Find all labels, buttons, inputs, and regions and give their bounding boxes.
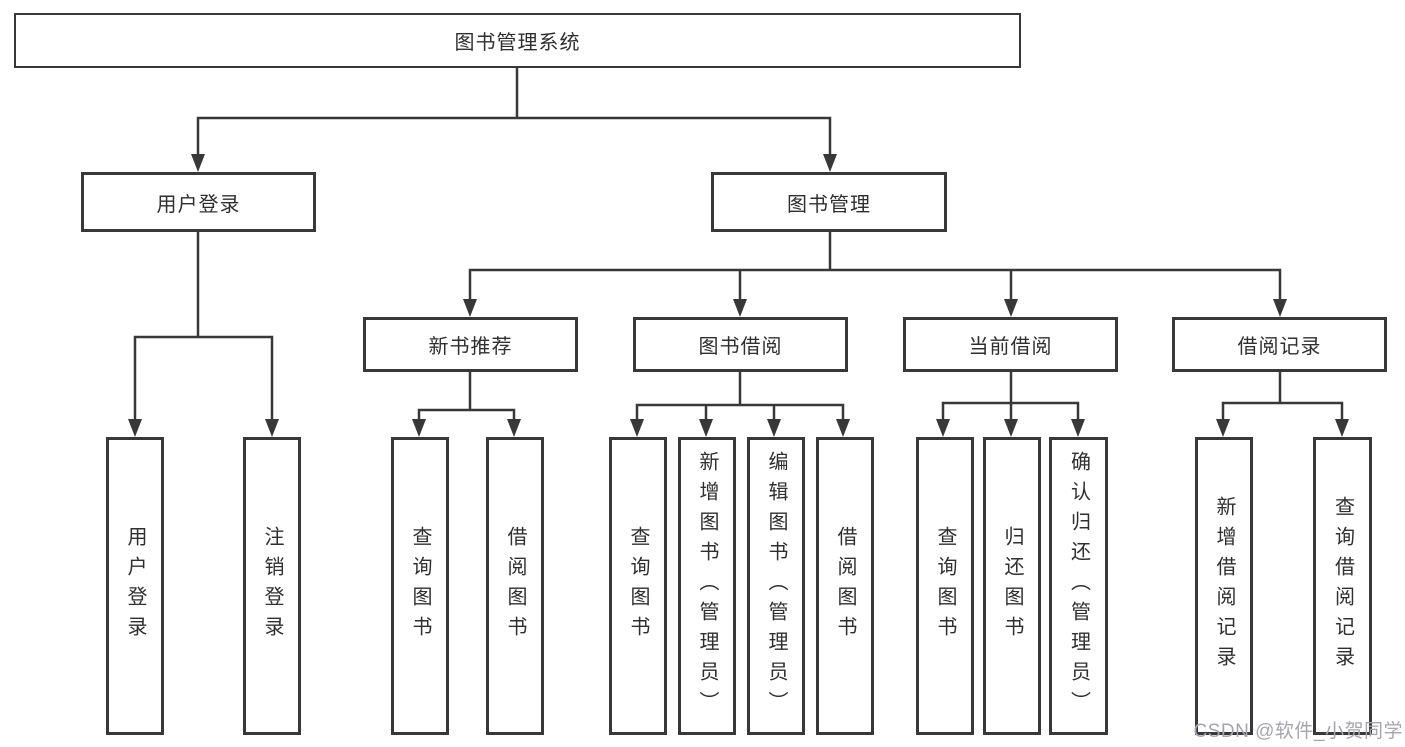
arrowhead-icon [128,419,142,437]
connector-new-book-subtree [417,372,516,421]
node-label: 借阅图书 [834,526,856,646]
node-label: 图书管理系统 [454,32,581,54]
leaf-bb-add-books-admin: 新增图书（管理员） [678,437,736,735]
node-label: 图书管理 [787,193,871,216]
node-label: 归还图书 [1001,526,1023,646]
arrowhead-icon [1004,419,1018,437]
leaf-user-login: 用户登录 [106,437,164,735]
node-book-management: 图书管理 [711,172,947,232]
node-label: 用户登录 [156,193,241,216]
connector-book-borrow-subtree [635,372,845,421]
arrowhead-icon [836,419,850,437]
arrowhead-icon [412,419,426,437]
node-label: 借阅记录 [1237,336,1322,358]
node-book-borrowing: 图书借阅 [633,317,848,372]
node-label: 图书借阅 [698,336,783,358]
connector-level1-rail [196,116,832,156]
leaf-cb-confirm-return-admin: 确认归还（管理员） [1049,437,1108,735]
leaf-logout: 注销登录 [243,437,301,735]
node-label: 确认归还（管理员） [1067,451,1090,721]
arrowhead-icon [1071,419,1085,437]
node-label: 新增借阅记录 [1213,496,1235,676]
leaf-cb-return-books: 归还图书 [983,437,1041,735]
arrowhead-icon [767,419,781,437]
node-new-book-recommend: 新书推荐 [363,317,578,372]
arrowhead-icon [463,299,477,317]
node-label: 查询图书 [409,526,431,646]
arrowhead-icon [507,419,521,437]
node-current-borrowing: 当前借阅 [903,317,1118,372]
arrowhead-icon [191,154,205,172]
arrowhead-icon [936,419,950,437]
arrowhead-icon [1335,419,1349,437]
node-label: 查询图书 [627,526,649,646]
leaf-bb-edit-books-admin: 编辑图书（管理员） [747,437,805,735]
arrowhead-icon [1004,299,1018,317]
node-label: 当前借阅 [968,336,1053,358]
node-root-system: 图书管理系统 [14,13,1021,68]
arrowhead-icon [1273,299,1287,317]
leaf-rec-query-books: 查询图书 [391,437,449,735]
leaf-bb-query-books: 查询图书 [609,437,667,735]
leaf-br-query-record: 查询借阅记录 [1313,437,1372,735]
arrowhead-icon [265,419,279,437]
csdn-watermark: CSDN @软件_小贺同学 [1193,721,1403,742]
arrowhead-icon [1216,419,1230,437]
arrowhead-icon [733,299,747,317]
arrowhead-icon [630,419,644,437]
node-label: 新书推荐 [428,336,513,358]
leaf-rec-borrow-books: 借阅图书 [486,437,544,735]
node-label: 查询图书 [934,526,956,646]
arrowhead-icon [823,154,837,172]
connector-current-borrow-subtree [941,372,1080,421]
node-label: 借阅图书 [504,526,526,646]
node-label: 注销登录 [261,526,283,646]
leaf-bb-borrow-books: 借阅图书 [816,437,874,735]
node-label: 编辑图书（管理员） [765,451,787,721]
node-borrowing-records: 借阅记录 [1172,317,1387,372]
connector-user-login-subtree [133,232,274,421]
node-label: 用户登录 [124,526,146,646]
leaf-br-add-record: 新增借阅记录 [1195,437,1253,735]
node-label: 查询借阅记录 [1331,496,1354,676]
connector-book-mgmt-rail [468,232,1282,301]
node-label: 新增图书（管理员） [696,451,718,721]
connector-borrow-record-subtree [1221,372,1344,421]
leaf-cb-query-books: 查询图书 [916,437,974,735]
node-user-login-group: 用户登录 [81,172,316,232]
arrowhead-icon [699,419,713,437]
